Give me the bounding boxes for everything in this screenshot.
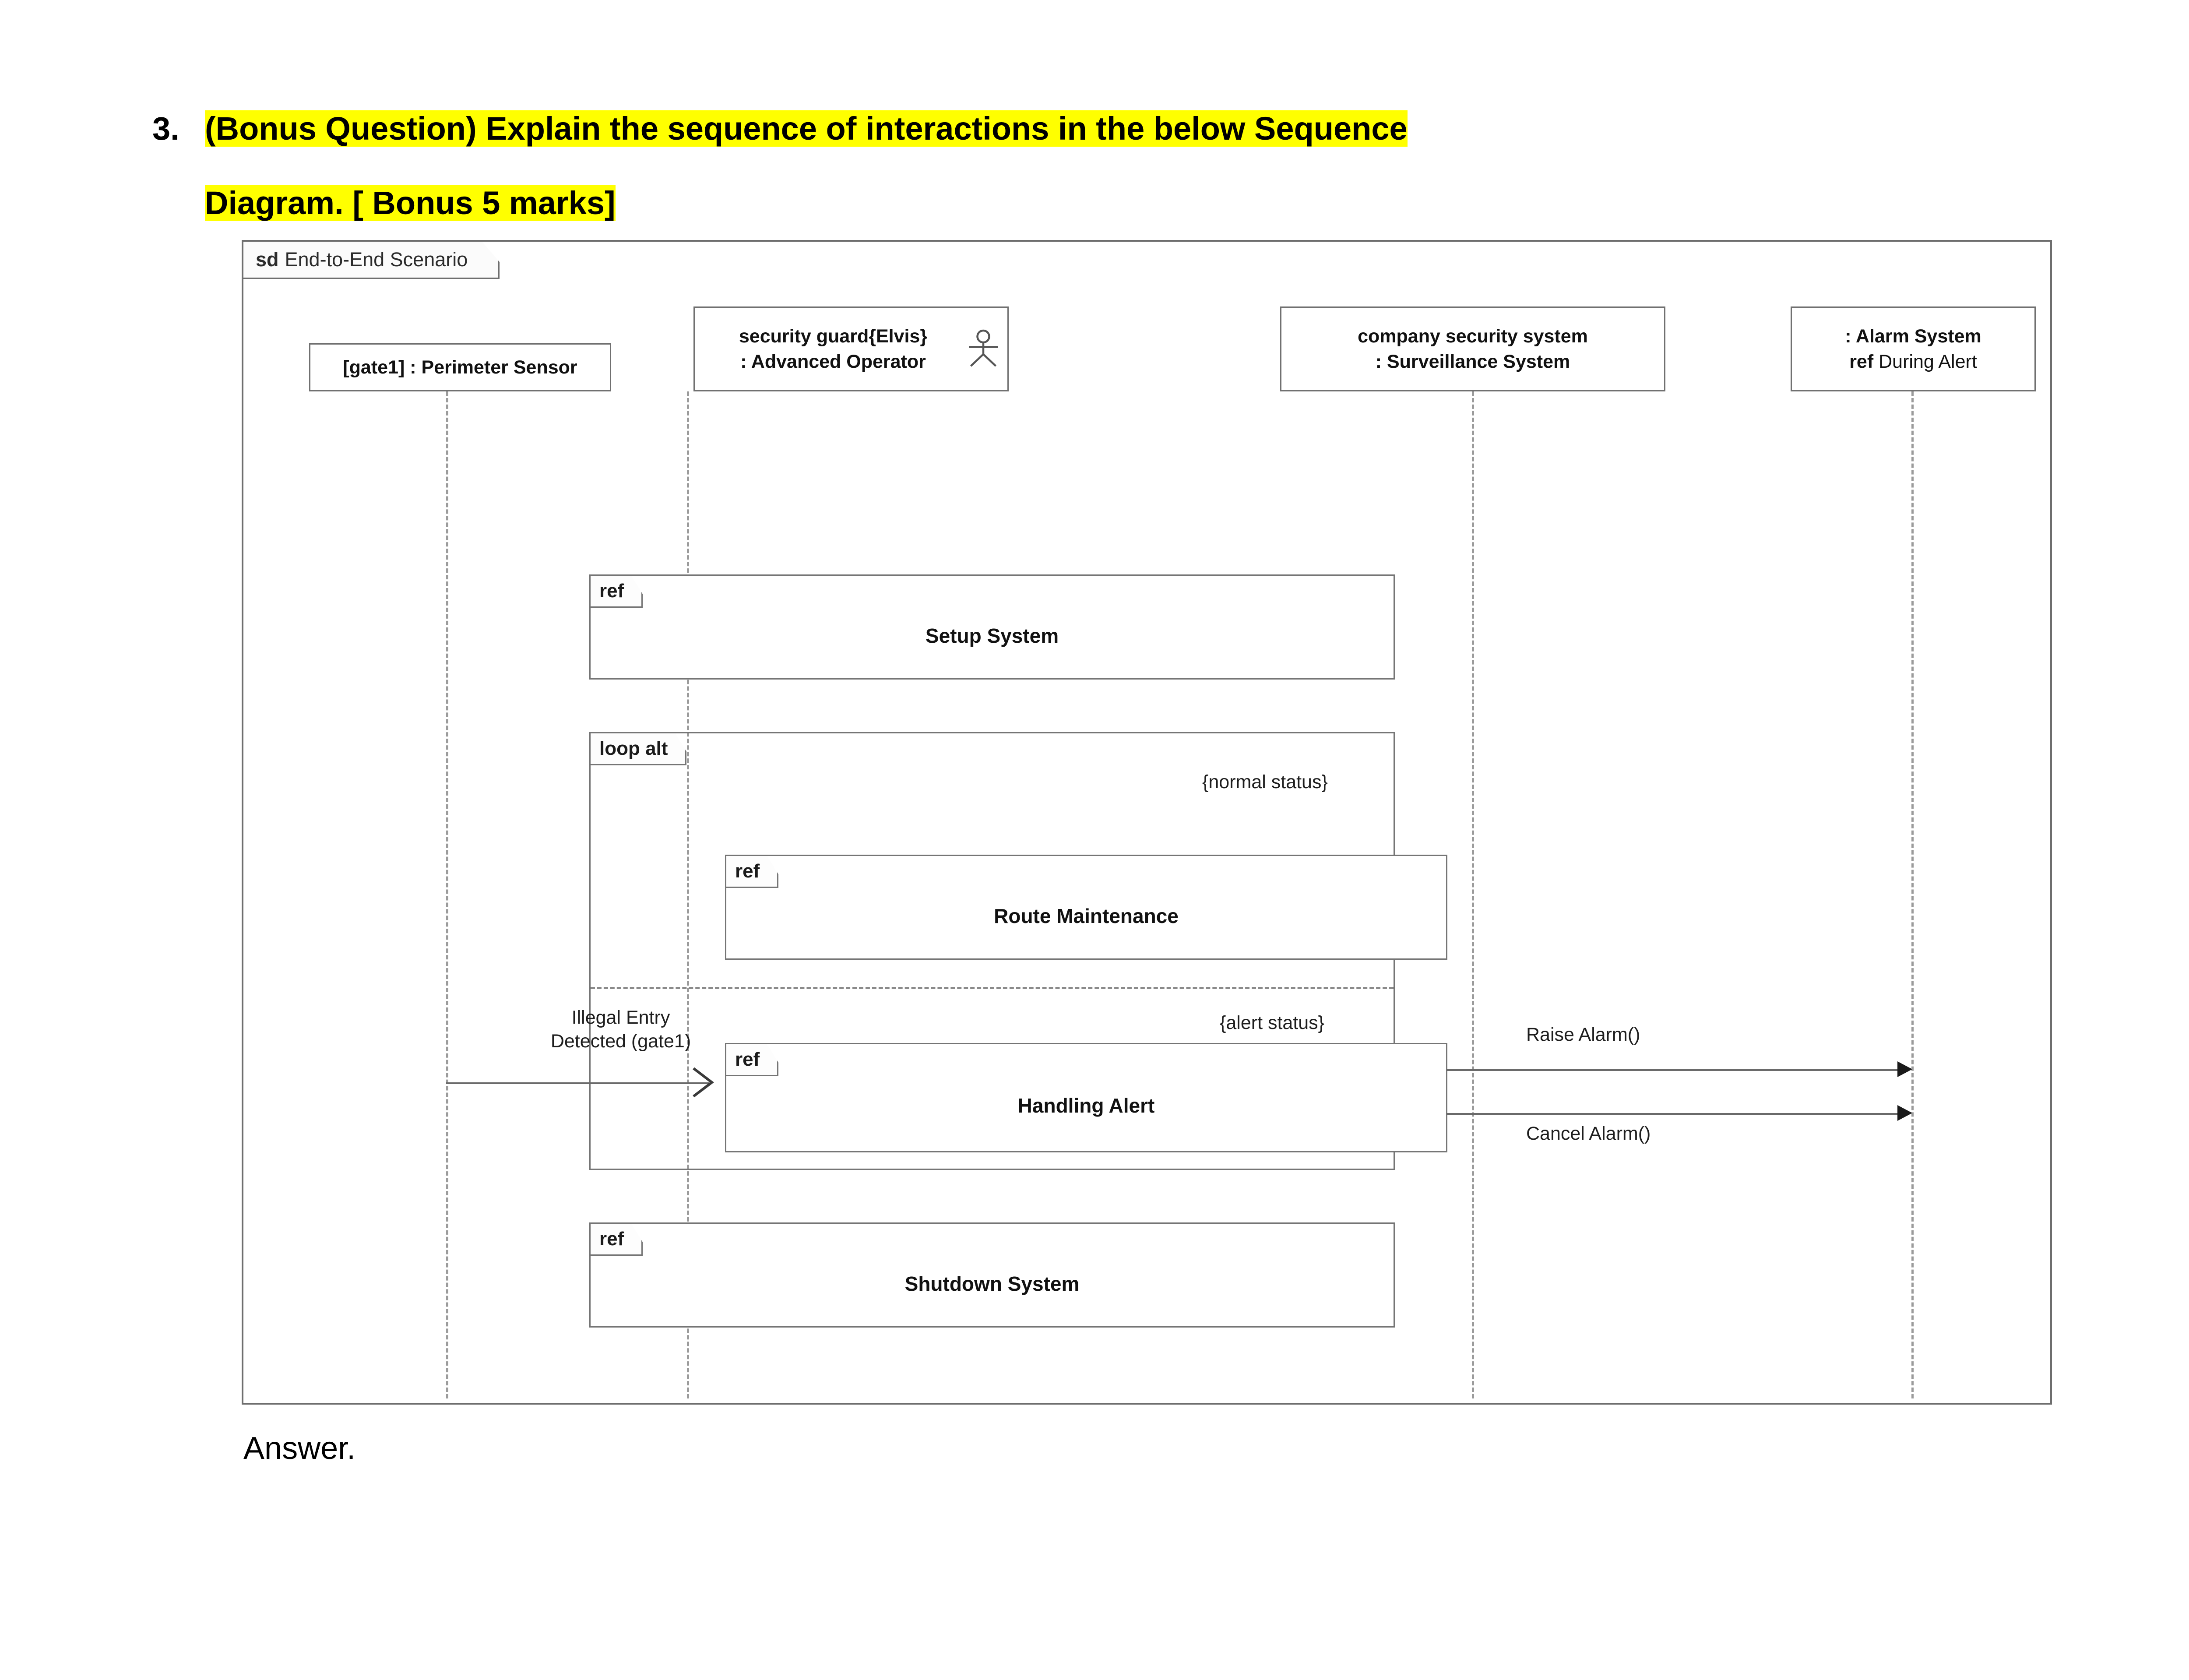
lifeline-head-security-guard[interactable]: security guard{Elvis} : Advanced Operato… <box>693 306 1009 391</box>
lifeline-label-alarm-system-line2: ref During Alert <box>1800 349 2027 374</box>
message-label-raise-alarm: Raise Alarm() <box>1526 1024 1640 1045</box>
alarm-system-ref-title: During Alert <box>1879 351 1977 372</box>
lifeline-head-perimeter-sensor[interactable]: [gate1] : Perimeter Sensor <box>309 343 611 391</box>
lifeline-label-perimeter-sensor: [gate1] : Perimeter Sensor <box>343 357 577 378</box>
frame-title: End-to-End Scenario <box>285 248 468 271</box>
fragment-shutdown-system[interactable]: ref Shutdown System <box>589 1222 1395 1328</box>
question-number: 3. <box>152 110 179 147</box>
fragment-label-handling-alert: Handling Alert <box>1017 1094 1155 1117</box>
fragment-tag-route-maintenance: ref <box>726 856 778 888</box>
alt-operand-divider <box>591 987 1394 989</box>
guard-normal-status: {normal status} <box>1202 771 1328 792</box>
alarm-system-ref-keyword: ref <box>1849 351 1874 372</box>
question-block: 3. (Bonus Question) Explain the sequence… <box>152 104 2122 228</box>
fragment-tag-shutdown-system: ref <box>591 1224 643 1256</box>
fragment-handling-alert[interactable]: ref Handling Alert <box>725 1043 1447 1152</box>
lifeline-head-alarm-system[interactable]: : Alarm System ref During Alert <box>1791 306 2036 391</box>
lifeline-label-company-security-system: company security system : Surveillance S… <box>1289 324 1656 374</box>
message-label-illegal-entry-line1: Illegal Entry <box>571 1007 670 1028</box>
lifeline-label-company-security-system-line2: : Surveillance System <box>1375 351 1570 372</box>
lifeline-line-security-guard <box>687 391 689 1398</box>
lifeline-line-perimeter-sensor <box>446 391 448 1398</box>
guard-alert-status: {alert status} <box>1220 1012 1325 1033</box>
fragment-tag-setup-system: ref <box>591 576 643 608</box>
actor-stick-figure-icon <box>964 328 1003 370</box>
lifeline-label-alarm-system-line1: : Alarm System <box>1845 326 1981 347</box>
message-label-illegal-entry: Illegal Entry Detected (gate1) <box>524 1006 717 1053</box>
message-line-raise-alarm <box>1446 1069 1902 1071</box>
message-arrow-cancel-alarm <box>1897 1105 1912 1121</box>
fragment-tag-loop-alt: loop alt <box>591 733 686 765</box>
message-arrow-raise-alarm <box>1897 1061 1912 1077</box>
question-line-1: (Bonus Question) Explain the sequence of… <box>205 110 1408 147</box>
lifeline-line-alarm-system <box>1911 391 1914 1398</box>
lifeline-label-security-guard-line1: security guard{Elvis} <box>739 326 928 347</box>
diagram-frame-tag: sd End-to-End Scenario <box>243 242 500 279</box>
fragment-loop-alt[interactable]: loop alt <box>589 732 1395 1170</box>
message-line-illegal-entry <box>446 1082 709 1084</box>
lifeline-label-security-guard: security guard{Elvis} : Advanced Operato… <box>703 324 964 374</box>
lifeline-label-alarm-system: : Alarm System ref During Alert <box>1800 324 2027 374</box>
fragment-label-setup-system: Setup System <box>925 624 1059 647</box>
question-line-1-wrap: (Bonus Question) Explain the sequence of… <box>205 104 2122 153</box>
question-line-2: Diagram. [ Bonus 5 marks] <box>205 185 616 221</box>
question-row: 3. (Bonus Question) Explain the sequence… <box>152 104 2122 228</box>
lifeline-label-company-security-system-line1: company security system <box>1358 326 1588 347</box>
lifeline-head-company-security-system[interactable]: company security system : Surveillance S… <box>1280 306 1665 391</box>
message-label-illegal-entry-line2: Detected (gate1) <box>550 1031 691 1052</box>
fragment-route-maintenance[interactable]: ref Route Maintenance <box>725 855 1447 960</box>
message-arrow-illegal-entry <box>690 1066 716 1099</box>
fragment-label-route-maintenance: Route Maintenance <box>994 905 1179 927</box>
answer-label: Answer. <box>243 1431 356 1466</box>
frame-keyword: sd <box>256 248 279 271</box>
fragment-setup-system[interactable]: ref Setup System <box>589 574 1395 680</box>
lifeline-line-company-security-system <box>1472 391 1474 1398</box>
lifeline-label-security-guard-line2: : Advanced Operator <box>740 351 926 372</box>
fragment-label-shutdown-system: Shutdown System <box>904 1272 1080 1295</box>
question-line-2-wrap: Diagram. [ Bonus 5 marks] <box>205 179 2122 228</box>
fragment-tag-handling-alert: ref <box>726 1044 778 1076</box>
sequence-diagram-frame: sd End-to-End Scenario [gate1] : Perimet… <box>242 240 2052 1405</box>
question-text: (Bonus Question) Explain the sequence of… <box>205 104 2122 228</box>
message-label-cancel-alarm: Cancel Alarm() <box>1526 1123 1651 1144</box>
message-line-cancel-alarm <box>1446 1113 1902 1115</box>
